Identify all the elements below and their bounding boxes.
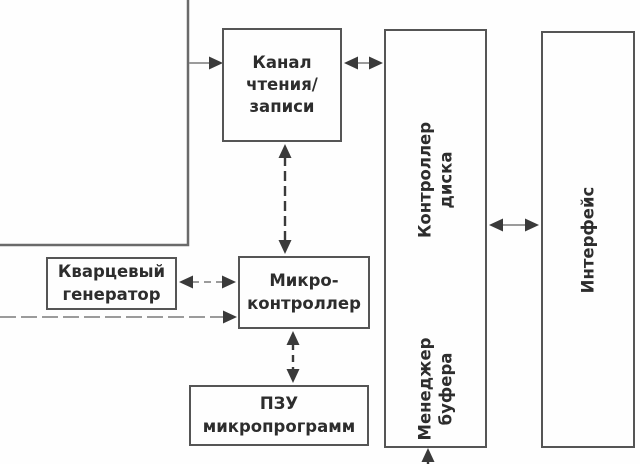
external-to-channel-arrow	[189, 56, 223, 70]
channel-controller-arrow	[344, 56, 383, 70]
quartz-oscillator-label: Кварцевый генератор	[57, 262, 166, 304]
microprogram-rom-box: ПЗУ микропрограмм	[189, 385, 369, 446]
microprogram-rom-label: ПЗУ микропрограмм	[202, 394, 356, 436]
disk-controller-label: Контроллер диска	[415, 121, 456, 239]
buffer-manager-label: Менеджер буфера	[415, 337, 456, 440]
external-to-micro-arrow	[0, 310, 237, 324]
read-write-channel-label: Канал чтения/ записи	[246, 52, 318, 117]
microcontroller-label: Микро- контроллер	[247, 271, 361, 313]
external-assembly-edge	[0, 0, 190, 247]
micro-rom-arrow	[286, 331, 300, 383]
external-to-buffer-arrow	[421, 448, 435, 464]
quartz-micro-arrow	[179, 275, 236, 289]
interface-label: Интерфейс	[578, 186, 598, 293]
controller-interface-arrow	[489, 218, 539, 232]
microcontroller-box: Микро- контроллер	[238, 256, 370, 329]
interface-box: Интерфейс	[541, 31, 635, 448]
quartz-oscillator-box: Кварцевый генератор	[46, 257, 177, 310]
disk-controller-buffer-column: Контроллер диска Менеджер буфера	[384, 29, 487, 448]
read-write-channel-box: Канал чтения/ записи	[222, 28, 342, 142]
channel-micro-arrow	[278, 144, 292, 254]
